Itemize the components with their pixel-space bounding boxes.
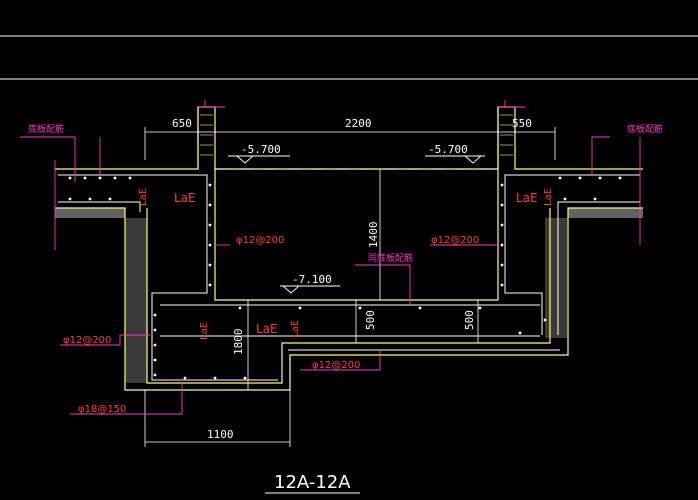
dim-mid-top: 2200 [345,117,372,130]
lae-label: LaE [543,188,554,206]
rebar-bottom-left: φ12@200 [63,335,111,346]
magenta-leaders [20,100,641,415]
soil-band-left [55,208,125,218]
lae-label: LaE [138,188,149,206]
note-left-slab: 底板配筋 [28,123,64,135]
dim-right-top: 550 [512,117,532,130]
note-center: 同底板配筋 [368,252,413,264]
dim-depth-total: 1400 [367,222,380,249]
lae-label: LaE [174,191,196,205]
note-right-slab: 底板配筋 [627,123,663,135]
wall-hatch [200,114,513,156]
rebar-left-wall: φ12@200 [236,235,284,246]
section-title: 12A-12A [274,472,351,493]
dim-bottom-left: 1800 [232,329,245,356]
elevation-left: -5.700 [241,143,281,156]
dim-left-top: 650 [172,117,192,130]
lae-label: LaE [290,320,301,338]
rebar-bottom-bar: φ18@150 [78,404,126,415]
elevation-markers [228,155,485,294]
rebar-right-wall: φ12@200 [431,235,479,246]
elevation-bottom: -7.100 [292,273,332,286]
rebar-lines [58,174,640,381]
dimension-lines [144,127,556,447]
dim-step-left: 500 [364,310,377,330]
rebar-dots [68,176,622,380]
soil-wall-left [125,218,147,383]
lae-label: LaE [256,322,278,336]
dim-bottom-width: 1100 [207,428,234,441]
lae-label: LaE [199,322,210,340]
dim-step-right: 500 [463,310,476,330]
soil-wall-right [545,218,567,338]
elevation-right: -5.700 [428,143,468,156]
rebar-bottom-mid: φ12@200 [312,360,360,371]
soil-band-right [568,208,643,218]
lae-label: LaE [516,191,538,205]
